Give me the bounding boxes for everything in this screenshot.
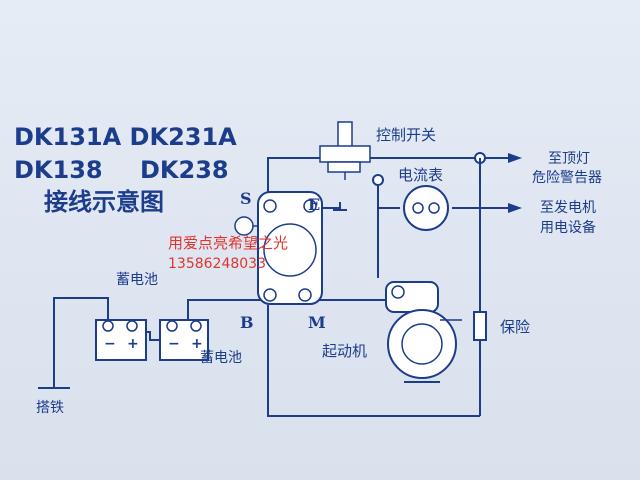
batteries: − + − + <box>95 319 209 361</box>
terminal-e <box>303 199 317 213</box>
battery-2-pos-post <box>190 320 202 332</box>
battery-2-minus: − <box>168 336 180 352</box>
title-line-2a: DK138 <box>14 156 103 184</box>
wire-b-to-battery <box>187 299 262 322</box>
terminal-m <box>298 288 312 302</box>
regulator-mount <box>234 216 254 236</box>
wire-to-ground <box>53 297 109 388</box>
label-terminal-e: E <box>308 195 320 214</box>
regulator-body <box>257 191 323 305</box>
watermark-line-2: 13586248033 <box>168 256 266 272</box>
labels: 控制开关 电流表 至顶灯 危险警告器 至发电机 用电设备 蓄电池 蓄电池 搭铁 … <box>36 126 602 416</box>
starter-armature <box>401 323 443 365</box>
label-battery-top: 蓄电池 <box>116 272 158 288</box>
ammeter-node <box>372 174 384 186</box>
battery-1-plus: + <box>127 336 139 352</box>
switch-base <box>327 161 361 173</box>
label-terminal-m: M <box>308 313 326 332</box>
label-to-top-light: 至顶灯 <box>548 151 590 167</box>
starter-housing <box>387 309 457 379</box>
terminal-b <box>263 288 277 302</box>
terminal-s <box>263 199 277 213</box>
label-control-switch: 控制开关 <box>376 126 436 144</box>
label-ground: 搭铁 <box>36 400 64 416</box>
title-line-1: DK131A DK231A <box>14 123 237 151</box>
battery-2-plus: + <box>191 336 203 352</box>
control-switch <box>319 121 371 180</box>
arrow-alternator-icon <box>508 203 522 213</box>
label-ammeter: 电流表 <box>398 166 443 184</box>
wire-e-ground <box>322 202 341 209</box>
switch-body <box>319 145 371 163</box>
label-electrical-equipment: 用电设备 <box>540 219 596 236</box>
ammeter-post-right <box>428 202 440 214</box>
wires <box>53 152 522 417</box>
label-hazard-warning: 危险警告器 <box>532 170 602 186</box>
ammeter-dial <box>403 185 449 231</box>
title-line-2b: DK238 <box>140 156 229 184</box>
ammeter <box>403 185 449 231</box>
arrow-top-light-icon <box>508 153 522 163</box>
switch-knob <box>337 121 353 149</box>
label-terminal-b: B <box>240 313 254 332</box>
battery-1-pos-post <box>126 320 138 332</box>
regulator-block <box>234 191 323 305</box>
ammeter-post-left <box>412 202 424 214</box>
label-to-alternator: 至发电机 <box>540 200 596 216</box>
battery-1-minus: − <box>104 336 116 352</box>
title-line-3: 接线示意图 <box>44 188 164 216</box>
diagram-title: DK131A DK231A DK138 DK238 接线示意图 <box>14 123 237 216</box>
label-terminal-s: S <box>240 189 252 208</box>
fuse <box>473 311 487 341</box>
watermark: 用爱点亮希望之光 13586248033 <box>168 234 288 272</box>
wire-bottom-loop <box>267 305 480 417</box>
battery-2-neg-post <box>166 320 178 332</box>
label-starter: 起动机 <box>322 342 367 360</box>
battery-1-neg-post <box>102 320 114 332</box>
label-fuse: 保险 <box>500 318 530 336</box>
starter-motor <box>385 281 462 383</box>
solenoid-terminal <box>391 285 405 299</box>
regulator-coil <box>263 223 317 277</box>
wire-switch-bus <box>267 157 480 195</box>
label-battery-bottom: 蓄电池 <box>200 350 242 366</box>
watermark-line-1: 用爱点亮希望之光 <box>168 234 288 252</box>
